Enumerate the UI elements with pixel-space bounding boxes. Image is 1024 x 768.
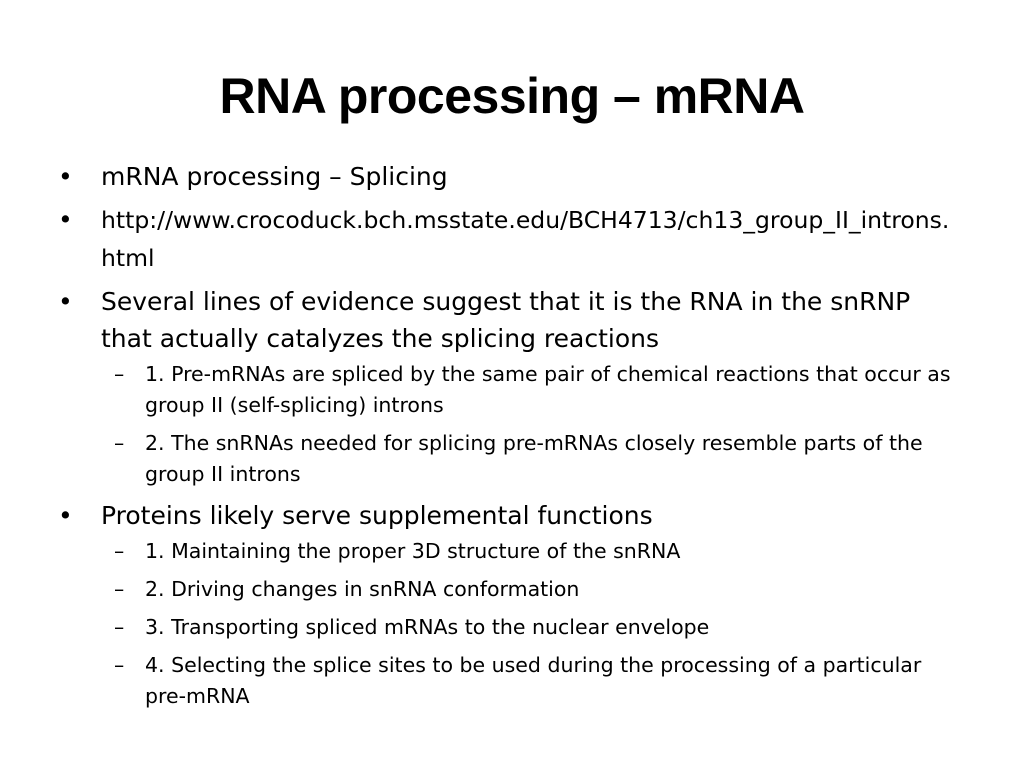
slide-title: RNA processing – mRNA [219, 68, 805, 124]
dash-icon: – [114, 577, 125, 601]
dash-icon: – [114, 615, 125, 639]
sub-bullet-item: – 1. Maintaining the proper 3D structure… [101, 536, 958, 567]
sub-bullet-text: 1. Pre-mRNAs are spliced by the same pai… [145, 362, 951, 417]
bullet-text: Several lines of evidence suggest that i… [101, 287, 911, 353]
sub-bullet-item: – 2. The snRNAs needed for splicing pre-… [101, 428, 958, 490]
sub-bullet-item: – 4. Selecting the splice sites to be us… [101, 650, 958, 712]
bullet-item: • Proteins likely serve supplemental fun… [58, 497, 958, 712]
dash-icon: – [114, 362, 125, 386]
sub-bullet-text: 4. Selecting the splice sites to be used… [145, 653, 922, 708]
bullet-icon: • [58, 162, 73, 191]
sub-bullet-text: 3. Transporting spliced mRNAs to the nuc… [145, 615, 710, 639]
dash-icon: – [114, 431, 125, 455]
sub-bullet-text: 1. Maintaining the proper 3D structure o… [145, 539, 681, 563]
bullet-text: Proteins likely serve supplemental funct… [101, 501, 653, 530]
sub-bullet-item: – 1. Pre-mRNAs are spliced by the same p… [101, 359, 958, 421]
bullet-item: • http://www.crocoduck.bch.msstate.edu/B… [58, 201, 958, 277]
slide-content: • mRNA processing – Splicing • http://ww… [58, 158, 958, 719]
dash-icon: – [114, 653, 125, 677]
bullet-list: • mRNA processing – Splicing • http://ww… [58, 158, 958, 712]
dash-icon: – [114, 539, 125, 563]
bullet-icon: • [58, 501, 73, 530]
bullet-item: • mRNA processing – Splicing [58, 158, 958, 195]
sub-bullet-list: – 1. Maintaining the proper 3D structure… [101, 536, 958, 712]
sub-bullet-item: – 2. Driving changes in snRNA conformati… [101, 574, 958, 605]
sub-bullet-text: 2. Driving changes in snRNA conformation [145, 577, 580, 601]
sub-bullet-text: 2. The snRNAs needed for splicing pre-mR… [145, 431, 923, 486]
bullet-text: mRNA processing – Splicing [101, 162, 448, 191]
sub-bullet-item: – 3. Transporting spliced mRNAs to the n… [101, 612, 958, 643]
bullet-icon: • [58, 287, 73, 316]
bullet-icon: • [58, 205, 73, 234]
bullet-item: • Several lines of evidence suggest that… [58, 283, 958, 490]
sub-bullet-list: – 1. Pre-mRNAs are spliced by the same p… [101, 359, 958, 490]
url-text: http://www.crocoduck.bch.msstate.edu/BCH… [101, 206, 950, 272]
